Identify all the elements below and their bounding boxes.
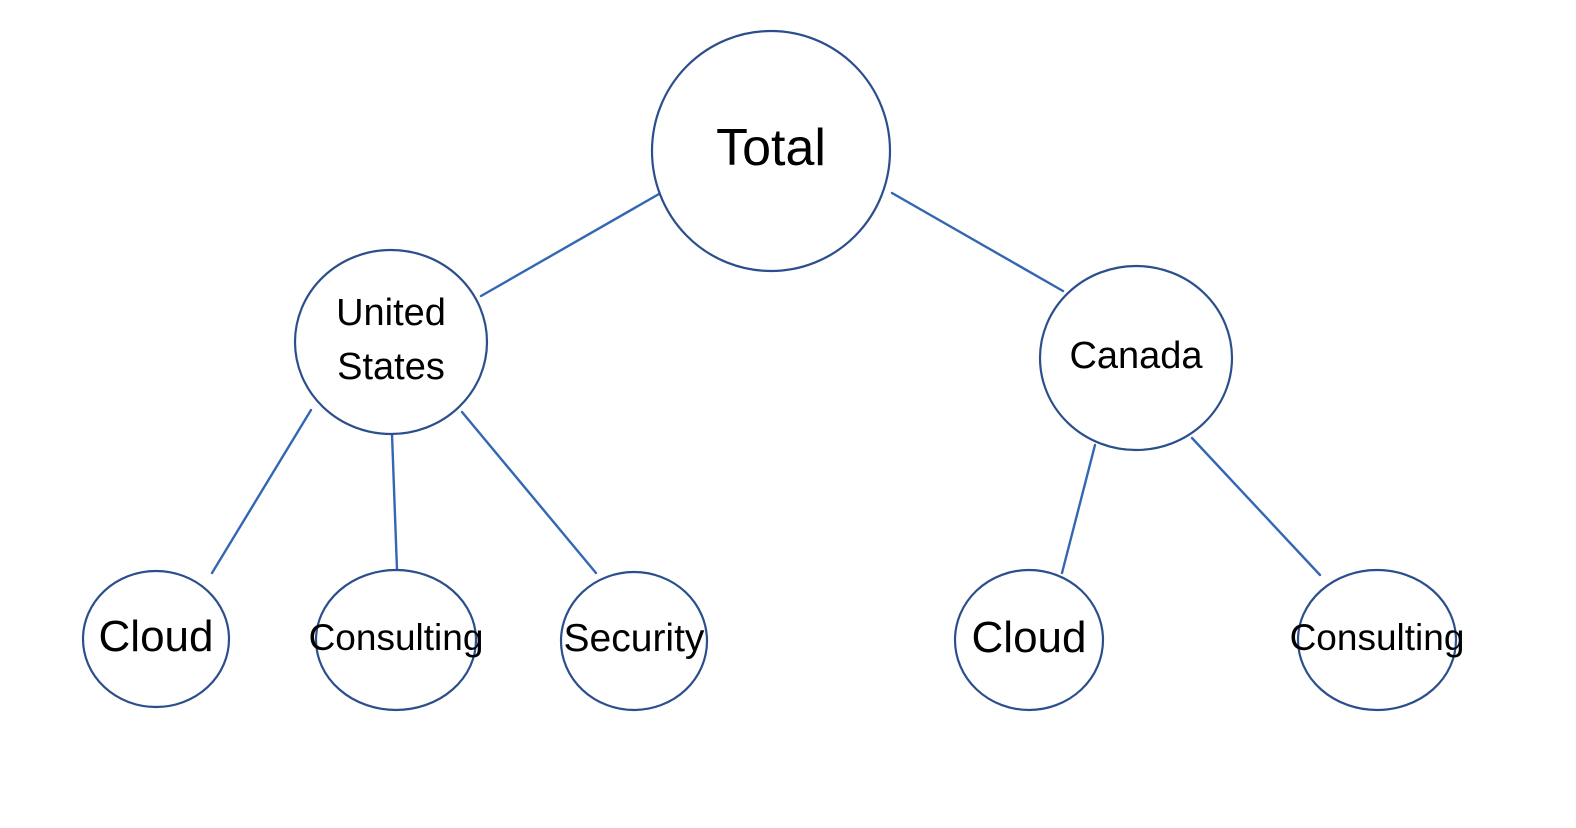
node-label-line: Canada bbox=[1069, 335, 1203, 377]
connector-canada-to-ca-consulting bbox=[1190, 436, 1322, 577]
node-us-cloud[interactable]: Cloud bbox=[81, 569, 231, 709]
node-ca-cloud[interactable]: Cloud bbox=[953, 568, 1105, 712]
node-shape-canada[interactable] bbox=[1038, 264, 1234, 452]
node-shape-us-consulting[interactable] bbox=[314, 568, 478, 712]
connector-total-to-canada bbox=[890, 191, 1065, 293]
connector-canada-to-ca-cloud bbox=[1060, 443, 1097, 575]
node-shape-ca-cloud[interactable] bbox=[953, 568, 1105, 712]
node-label-us-security: Security bbox=[564, 617, 705, 660]
node-shape-total[interactable] bbox=[650, 29, 892, 273]
node-label-us-cloud: Cloud bbox=[99, 612, 214, 661]
node-us-consulting[interactable]: Consulting bbox=[309, 568, 484, 712]
node-label-line: Security bbox=[564, 617, 705, 660]
node-label-canada: Canada bbox=[1069, 335, 1203, 377]
node-label-line: United bbox=[336, 292, 446, 334]
node-label-line: States bbox=[337, 346, 445, 388]
node-label-line: Cloud bbox=[99, 612, 214, 661]
node-label-line: Cloud bbox=[972, 613, 1087, 662]
connector-united-states-to-us-security bbox=[460, 410, 598, 575]
node-us-security[interactable]: Security bbox=[559, 570, 709, 712]
node-shape-us-security[interactable] bbox=[559, 570, 709, 712]
node-total[interactable]: Total bbox=[650, 29, 892, 273]
node-shape-ca-consulting[interactable] bbox=[1296, 568, 1458, 712]
connector-united-states-to-us-cloud bbox=[210, 408, 313, 575]
connector-total-to-united-states bbox=[479, 192, 661, 298]
connector-united-states-to-us-consulting bbox=[390, 432, 399, 572]
node-label-us-consulting: Consulting bbox=[309, 617, 484, 658]
node-label-line: Total bbox=[716, 119, 826, 177]
node-label-line: Consulting bbox=[309, 617, 484, 658]
edges-layer bbox=[210, 191, 1322, 577]
node-label-total: Total bbox=[716, 119, 826, 177]
node-ca-consulting[interactable]: Consulting bbox=[1290, 568, 1465, 712]
node-shape-us-cloud[interactable] bbox=[81, 569, 231, 709]
node-canada[interactable]: Canada bbox=[1038, 264, 1234, 452]
node-label-ca-consulting: Consulting bbox=[1290, 617, 1465, 658]
node-shape-united-states[interactable] bbox=[293, 248, 489, 436]
node-label-ca-cloud: Cloud bbox=[972, 613, 1087, 662]
node-label-line: Consulting bbox=[1290, 617, 1465, 658]
